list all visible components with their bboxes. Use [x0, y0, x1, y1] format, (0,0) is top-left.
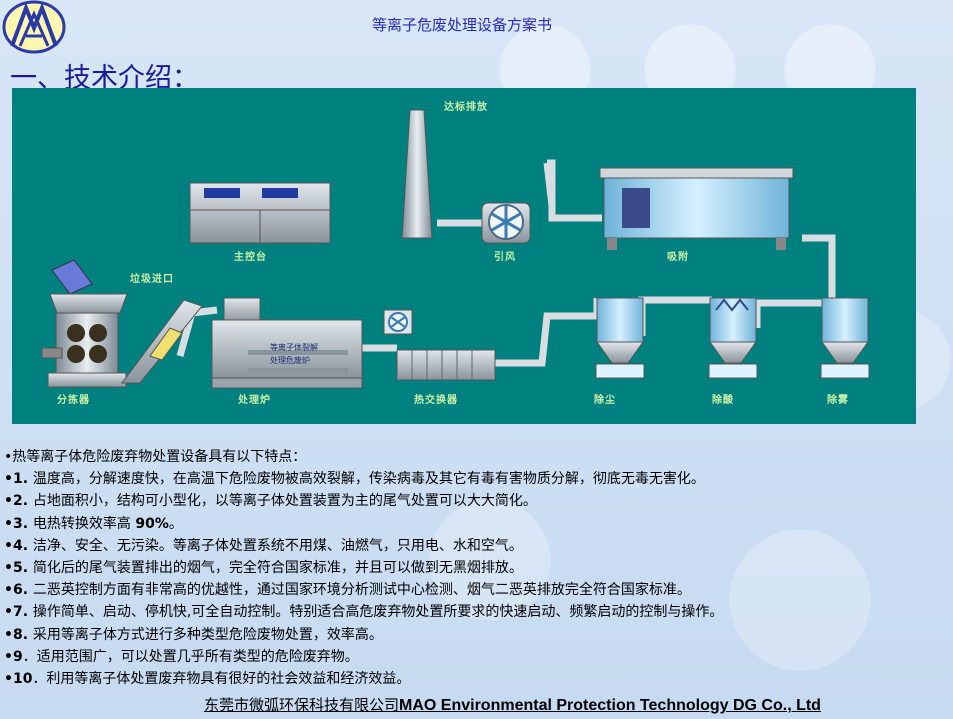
feature-item-5: •5. 简化后的尾气装置排出的烟气，完全符合国家标准，并且可以做到无黑烟排放。 — [4, 560, 523, 577]
fan-label: 引风 — [494, 250, 516, 263]
process-diagram: 达标排放 引风 吸附 主控台 垃圾进口 — [12, 88, 916, 424]
feature-item-6: •6. 二恶英控制方面有非常高的优越性，通过国家环境分析测试中心检测、烟气二恶英… — [4, 582, 691, 599]
furnace-label: 处理炉 — [237, 393, 271, 406]
feed-hopper — [49, 259, 128, 314]
footer-company-en: MAO Environmental Protection Technology … — [399, 697, 821, 714]
adsorption-unit — [599, 167, 794, 250]
feed-inlet-label: 垃圾进口 — [130, 272, 174, 285]
furnace-text-1: 等离子体裂解 — [270, 342, 318, 352]
adsorb-label: 吸附 — [667, 250, 689, 263]
footer-company-cn: 东莞市微弧环保科技有限公司 — [204, 696, 400, 714]
sorter-machine — [41, 312, 127, 388]
acid-label: 除酸 — [712, 393, 734, 406]
sorter-label: 分拣器 — [57, 393, 90, 406]
process-diagram-svg: 达标排放 引风 吸附 主控台 垃圾进口 — [41, 100, 870, 406]
chimney-label: 达标排放 — [444, 100, 488, 113]
conveyor — [121, 299, 203, 384]
furnace: 等离子体裂解 处理危废炉 — [211, 297, 363, 389]
company-footer: 东莞市微弧环保科技有限公司MAO Environmental Protectio… — [204, 694, 821, 715]
furnace-fan-icon — [383, 309, 413, 335]
dust-tank — [595, 297, 645, 379]
feature-item-9: •9．适用范围广，可以处置几乎所有类型的危险废弃物。 — [4, 648, 359, 665]
heat-exchanger — [396, 349, 496, 381]
feature-item-2: •2. 占地面积小，结构可小型化，以等离子体处置装置为主的尾气处置可以大大简化。 — [4, 493, 537, 510]
feature-item-8: •8. 采用等离子体方式进行多种类型危险废物处置，效率高。 — [4, 626, 383, 643]
chimney — [401, 109, 433, 239]
feature-item-3: •3. 电热转换效率高 90%。 — [4, 515, 183, 532]
mist-label: 除雾 — [827, 393, 849, 406]
dust-label: 除尘 — [594, 393, 616, 406]
features-list: •热等离子体危险废弃物处置设备具有以下特点： •1. 温度高，分解速度快，在高温… — [4, 446, 949, 690]
acid-tank — [708, 297, 758, 379]
feature-item-7: •7. 操作简单、启动、停机快,可全自动控制。特别适合高危废弃物处置所要求的快速… — [4, 604, 724, 621]
document-header-title: 等离子危废处理设备方案书 — [372, 16, 553, 34]
console-label: 主控台 — [234, 250, 267, 263]
feature-item-1: •1. 温度高，分解速度快，在高温下危险废物被高效裂解，传染病毒及其它有毒有害物… — [4, 471, 705, 488]
features-intro: •热等离子体危险废弃物处置设备具有以下特点： — [4, 449, 307, 465]
fan-icon — [481, 202, 531, 244]
feature-item-4: •4. 洁净、安全、无污染。等离子体处置系统不用煤、油燃气，只用电、水和空气。 — [4, 537, 523, 554]
company-logo — [2, 0, 66, 54]
furnace-text-2: 处理危废炉 — [270, 355, 310, 365]
feature-item-10: •10．利用等离子体处置废弃物具有很好的社会效益和经济效益。 — [4, 671, 411, 688]
mist-tank — [820, 297, 870, 379]
control-console — [189, 182, 331, 244]
exchanger-label: 热交换器 — [414, 393, 458, 406]
